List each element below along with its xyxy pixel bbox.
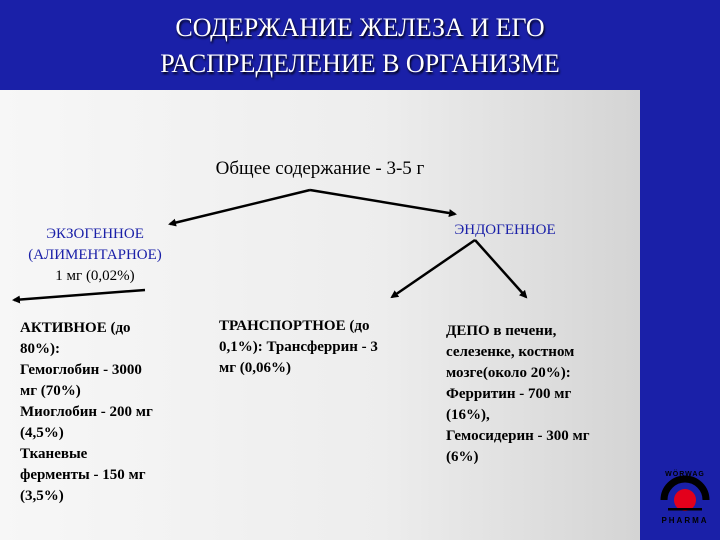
transport-line-1: ТРАНСПОРТНОЕ (до — [219, 318, 370, 334]
title-bar — [0, 0, 720, 90]
exogenous-sublabel: (АЛИМЕНТАРНОЕ) — [28, 247, 162, 263]
endogenous-node: ЭНДОГЕННОЕ — [454, 222, 556, 238]
depot-line-3: мозге(около 20%): — [446, 365, 571, 381]
active-line-4: мг (70%) — [20, 383, 81, 399]
depot-line-6: Гемосидерин - 300 мг — [446, 428, 590, 444]
active-line-8: ферменты - 150 мг — [20, 467, 146, 483]
depot-line-1: ДЕПО в печени, — [446, 323, 557, 339]
depot-line-7: (6%) — [446, 449, 479, 465]
transport-iron-block: ТРАНСПОРТНОЕ (до 0,1%): Трансферрин - 3 … — [219, 316, 424, 379]
page-title-line-2: РАСПРЕДЕЛЕНИЕ В ОРГАНИЗМЕ — [160, 49, 560, 78]
active-line-3: Гемоглобин - 3000 — [20, 362, 142, 378]
arrow-endogenous-to-depot — [474, 239, 528, 299]
page-title: СОДЕРЖАНИЕ ЖЕЛЕЗА И ЕГО РАСПРЕДЕЛЕНИЕ В … — [0, 10, 720, 82]
depot-iron-block: ДЕПО в печени, селезенке, костном мозге(… — [446, 321, 636, 468]
active-iron-block: АКТИВНОЕ (до 80%): Гемоглобин - 3000 мг … — [20, 318, 190, 507]
transport-line-3: мг (0,06%) — [219, 360, 292, 376]
arrow-endogenous-to-transport — [390, 238, 476, 299]
active-line-7: Тканевые — [20, 446, 88, 462]
arrow-total-to-exogenous — [168, 188, 311, 227]
depot-line-4: Ферритин - 700 мг — [446, 386, 572, 402]
right-side-stripe — [640, 90, 720, 540]
active-line-1: АКТИВНОЕ (до — [20, 320, 131, 336]
depot-line-2: селезенке, костном — [446, 344, 575, 360]
depot-line-5: (16%), — [446, 407, 490, 423]
arrow-exogenous-to-active — [12, 288, 146, 304]
logo-arc-text: WÖRWAG — [665, 469, 705, 478]
active-line-2: 80%): — [20, 341, 60, 357]
exogenous-label: ЭКЗОГЕННОЕ — [46, 226, 144, 242]
page-title-line-1: СОДЕРЖАНИЕ ЖЕЛЕЗА И ЕГО — [175, 13, 545, 42]
active-line-6: (4,5%) — [20, 425, 64, 441]
worwag-pharma-logo-icon: WÖRWAG — [660, 469, 710, 511]
active-line-5: Миоглобин - 200 мг — [20, 404, 153, 420]
content-panel — [0, 90, 640, 540]
exogenous-amount: 1 мг (0,02%) — [55, 268, 135, 284]
active-line-9: (3,5%) — [20, 488, 64, 504]
total-iron-content: Общее содержание - 3-5 г — [215, 158, 425, 179]
exogenous-node: ЭКЗОГЕННОЕ (АЛИМЕНТАРНОЕ) 1 мг (0,02%) — [0, 224, 190, 287]
arrow-total-to-endogenous — [309, 188, 457, 217]
transport-line-2: 0,1%): Трансферрин - 3 — [219, 339, 378, 355]
logo-label: PHARMA — [661, 516, 709, 525]
